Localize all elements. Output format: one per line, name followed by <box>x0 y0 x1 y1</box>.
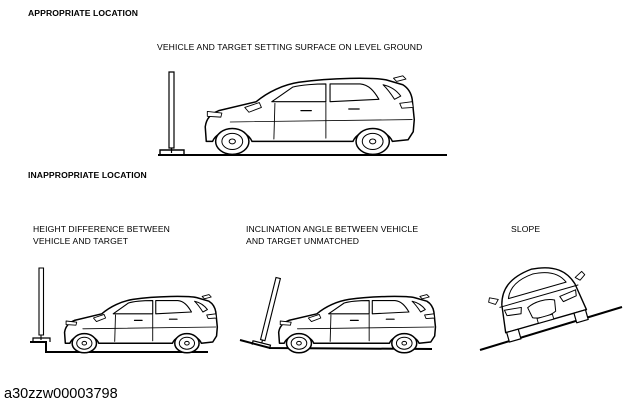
target-stand <box>33 268 50 342</box>
heading-inappropriate-location: INAPPROPRIATE LOCATION <box>28 170 147 180</box>
vehicle <box>204 75 416 156</box>
ground-step <box>30 342 208 352</box>
figure-code: a30zzw00003798 <box>4 386 118 402</box>
level-ground-scene <box>158 72 447 155</box>
caption-inclination-line1: INCLINATION ANGLE BETWEEN VEHICLE <box>246 224 419 234</box>
caption-level-ground: VEHICLE AND TARGET SETTING SURFACE ON LE… <box>157 42 423 52</box>
caption-height-difference-line2: VEHICLE AND TARGET <box>33 236 129 246</box>
caption-slope: SLOPE <box>511 224 541 234</box>
caption-height-difference-line1: HEIGHT DIFFERENCE BETWEEN <box>33 224 170 234</box>
inclination-scene <box>240 276 437 354</box>
vehicle <box>278 294 437 354</box>
target-stand <box>252 276 287 349</box>
vehicle <box>63 294 218 354</box>
heading-appropriate-location: APPROPRIATE LOCATION <box>28 8 139 18</box>
vehicle-front-view <box>483 255 597 344</box>
slope-scene <box>480 255 622 350</box>
slope-line <box>480 307 622 350</box>
caption-inclination-line2: AND TARGET UNMATCHED <box>246 236 360 246</box>
height-difference-scene <box>30 268 218 354</box>
target-stand <box>160 72 184 155</box>
